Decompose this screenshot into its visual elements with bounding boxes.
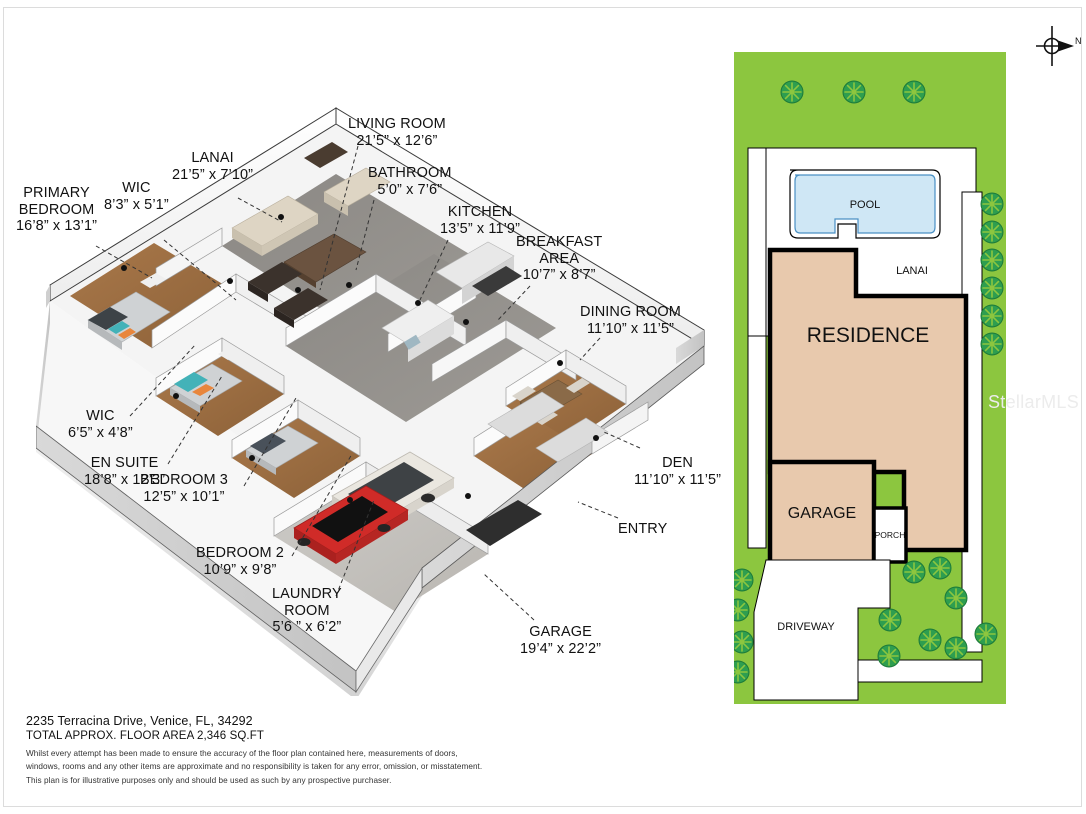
room-name-line: AREA (539, 250, 580, 267)
disclaimer-line: windows, rooms and any other items are a… (26, 762, 483, 772)
room-name-line: WIC (122, 180, 151, 196)
room-dimensions: 19’4” x 22’2” (520, 640, 602, 657)
room-label-kitchen: KITCHEN 13’5” x 11’9” (440, 204, 520, 237)
footer-block: 2235 Terracina Drive, Venice, FL, 34292 … (26, 714, 626, 787)
room-label-living-room: LIVING ROOM 21’5” x 12’6” (348, 116, 446, 149)
room-name-line: KITCHEN (447, 204, 513, 220)
room-dimensions: 5’6 ” x 6’2” (272, 619, 342, 636)
room-name-line: LIVING ROOM (348, 116, 446, 132)
room-label-laundry-room: LAUNDRY ROOM 5’6 ” x 6’2” (272, 586, 342, 636)
pool-label: POOL (850, 199, 881, 211)
lanai-label: LANAI (896, 265, 928, 277)
room-label-bedroom-3: BEDROOM 3 12’5” x 10’1” (140, 472, 228, 505)
room-name-line: DEN (662, 455, 694, 471)
kitchen-fixtures (381, 241, 522, 362)
room-name-line: ENTRY (618, 521, 668, 537)
total-floor-area: TOTAL APPROX. FLOOR AREA 2,346 SQ.FT (26, 730, 264, 742)
room-label-wic-primary: WIC 8’3” x 5’1” (104, 180, 169, 213)
room-dimensions: 18’8” x 12’3” (84, 471, 166, 488)
room-label-entry: ENTRY (618, 521, 667, 538)
room-name-line: PRIMARY (23, 185, 90, 201)
driveway-area (753, 559, 891, 701)
garage-label: GARAGE (788, 505, 856, 522)
room-label-en-suite: EN SUITE 18’8” x 12’3” (84, 455, 165, 488)
disclaimer-line: Whilst every attempt has been made to en… (26, 749, 458, 758)
room-dimensions: 11’10” x 11’5” (586, 320, 675, 337)
room-name-line: BEDROOM 3 (140, 472, 228, 488)
driveway-label: DRIVEWAY (777, 621, 835, 633)
garage-block (767, 459, 877, 565)
compass-rose: N (1030, 22, 1082, 72)
room-name-line: BATHROOM (368, 165, 452, 181)
disclaimer: Whilst every attempt has been made to en… (26, 747, 626, 787)
room-dimensions: 21’5” x 7’10” (172, 166, 254, 183)
room-label-dining-room: DINING ROOM 11’10” x 11’5” (580, 304, 681, 337)
room-dimensions: 11’10” x 11’5” (634, 471, 722, 488)
property-address: 2235 Terracina Drive, Venice, FL, 34292 (26, 714, 253, 728)
room-dimensions: 6’5” x 4’8” (68, 424, 133, 441)
room-name-line: LAUNDRY (272, 586, 342, 602)
room-dimensions: 21’5” x 12’6” (356, 132, 438, 149)
room-dimensions: 13’5” x 11’9” (440, 220, 521, 237)
room-label-bedroom-2: BEDROOM 2 10’9” x 9’8” (196, 545, 284, 578)
disclaimer-line: This plan is for illustrative purposes o… (26, 775, 392, 785)
room-name-line: BEDROOM (18, 201, 95, 218)
room-dimensions: 16’8” x 13’1” (16, 218, 98, 235)
pool-shape (789, 169, 941, 239)
room-name-line: DINING ROOM (580, 304, 681, 320)
room-label-bathroom: BATHROOM 5’0” x 7’6” (368, 165, 452, 198)
room-dimensions: 10’9” x 9’8” (203, 561, 277, 578)
room-label-lanai: LANAI 21’5” x 7’10” (172, 150, 253, 183)
room-name-line: EN SUITE (90, 455, 159, 471)
room-dimensions: 12’5” x 10’1” (143, 488, 225, 505)
room-name-line: WIC (86, 408, 115, 424)
room-dimensions: 5’0” x 7’6” (377, 181, 443, 198)
room-dimensions: 8’3” x 5’1” (104, 196, 169, 213)
porch-label: PORCH (875, 530, 906, 540)
room-label-wic-secondary: WIC 6’5” x 4’8” (68, 408, 133, 441)
room-label-den: DEN 11’10” x 11’5” (634, 455, 721, 488)
room-label-primary-bedroom: PRIMARY BEDROOM 16’8” x 13’1” (16, 185, 97, 235)
room-label-garage: GARAGE 19’4” x 22’2” (520, 624, 601, 657)
room-dimensions: 10’7” x 8’7” (522, 267, 596, 284)
site-plan: POOL RESIDENCE LANAI GARAGE PORCH (734, 52, 1006, 704)
watermark: StellarMLS (988, 392, 1080, 412)
walkway-strip (857, 659, 983, 683)
compass-north-label: N (1075, 36, 1082, 46)
residence-label: RESIDENCE (807, 324, 930, 347)
room-name-line: GARAGE (529, 624, 592, 640)
room-name-line: BEDROOM 2 (196, 545, 284, 561)
room-name-line: LANAI (191, 150, 234, 166)
room-name-line: BREAKFAST (516, 234, 603, 250)
page-border (3, 7, 1082, 807)
room-name-line: ROOM (284, 602, 330, 619)
den-closets (487, 391, 609, 463)
room-label-breakfast-area: BREAKFAST AREA 10’7” x 8’7” (516, 234, 602, 284)
